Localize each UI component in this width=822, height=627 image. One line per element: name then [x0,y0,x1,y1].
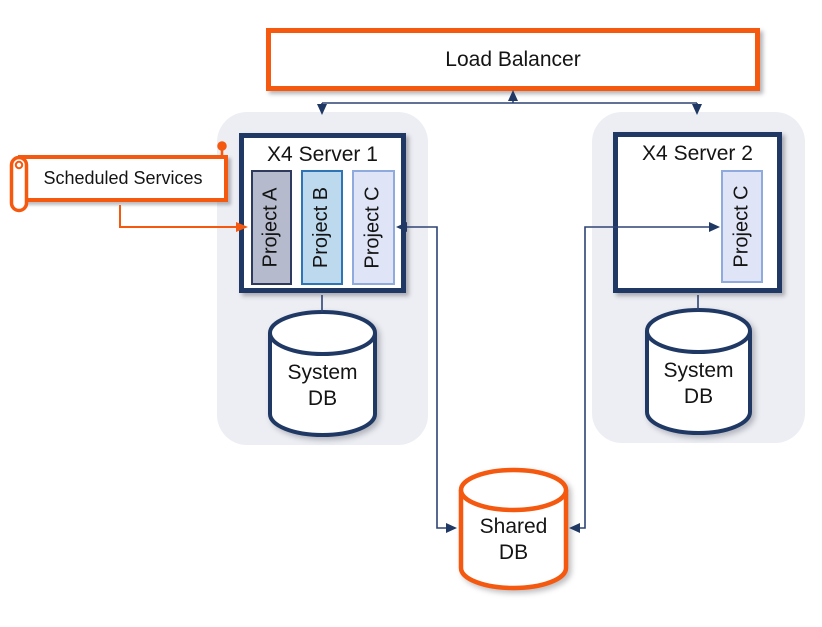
server2-title: X4 Server 2 [642,142,753,165]
server1-project-c-label: Project C [362,186,384,269]
server2-project-c-label: Project C [730,185,753,268]
server1-project-b-label: Project B [310,186,333,269]
server2-project-c: Project C [721,170,763,283]
arrowhead-into-shared-db-left [446,523,457,533]
server1-project-b: Project B [301,170,343,285]
load-balancer-label: Load Balancer [445,47,581,71]
system-db-2-node: System DB [645,308,752,435]
system-db-2-label: System DB [663,359,734,408]
load-balancer-node: Load Balancer [266,28,760,91]
database-cylinder-icon [268,310,377,437]
server1-project-c: Project C [352,170,395,285]
database-cylinder-icon [458,467,569,591]
server1-project-a: Project A [251,170,292,285]
shared-db-label: Shared DB [479,515,548,564]
system-db-1-node: System DB [268,310,377,437]
scheduled-services-node: Scheduled Services [18,155,228,202]
server1-node: X4 Server 1 Project A Project B Project … [239,133,406,293]
arrowhead-into-shared-db-right [569,523,580,533]
arrowhead-up-to-lb [508,90,518,101]
shared-db-node: Shared DB [458,467,569,591]
scheduled-services-label: Scheduled Services [43,168,203,188]
system-db-1-label: System DB [287,361,358,410]
server1-project-a-label: Project A [260,187,283,268]
server1-title: X4 Server 1 [267,143,378,166]
server2-node: X4 Server 2 Project C [613,132,782,293]
